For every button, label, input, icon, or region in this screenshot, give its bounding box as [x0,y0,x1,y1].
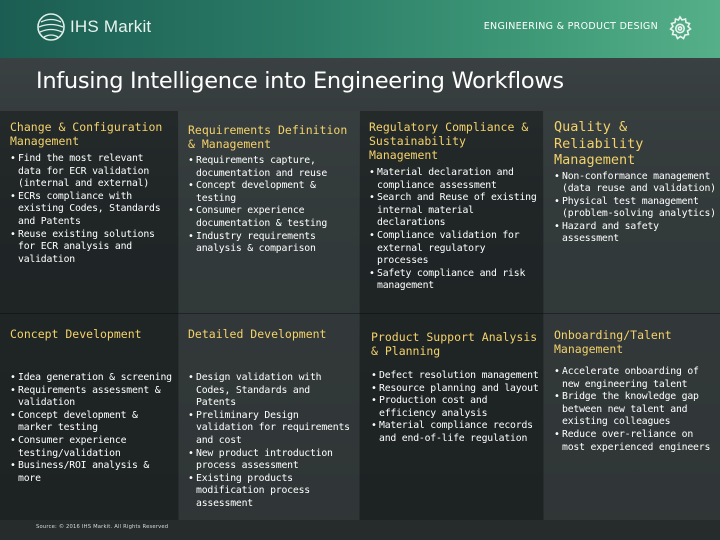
card-heading: Onboarding/Talent Management [554,328,672,357]
section-label: ENGINEERING & PRODUCT DESIGN [483,21,658,32]
list-item: Compliance validation for external regul… [369,230,541,268]
list-item: Material declaration and compliance asse… [369,167,541,192]
globe-icon [37,13,65,41]
list-item: Defect resolution management [371,370,539,383]
card-list: Design validation with Codes, Standards … [188,372,354,511]
card-requirements: Requirements Definition & Management Req… [188,123,354,256]
list-item: Safety compliance and risk management [369,268,541,293]
list-item: Requirements capture, documentation and … [188,155,354,180]
list-item: Search and Reuse of existing internal ma… [369,192,541,230]
workflow-grid: Change & Configuration Management Find t… [0,111,720,520]
card-list: Accelerate onboarding of new engineering… [554,366,716,454]
list-item: Hazard and safety assessment [554,221,716,246]
list-item: Concept development & marker testing [10,410,174,435]
list-item: Reduce over-reliance on most experienced… [554,429,716,454]
card-heading: Requirements Definition & Management [188,123,348,152]
card-list: Requirements capture, documentation and … [188,155,354,256]
list-item: Consumer experience testing/validation [10,435,174,460]
list-item: Production cost and efficiency analysis [371,395,539,420]
card-heading: Concept Development [10,327,142,341]
card-heading: Quality & Reliability Management [554,119,644,168]
list-item: Concept development & testing [188,180,354,205]
row-divider [0,313,720,314]
card-onboarding-talent: Onboarding/Talent Management Accelerate … [554,328,716,454]
logo[interactable]: IHS Markit [36,12,151,42]
list-item: Existing products modification process a… [188,473,354,511]
logo-text: IHS Markit [70,17,152,36]
card-regulatory-compliance: Regulatory Compliance & Sustainability M… [369,120,541,293]
source-footer: Source: © 2016 IHS Markit. All Rights Re… [36,524,169,530]
list-item: Requirements assessment & validation [10,385,174,410]
list-item: Design validation with Codes, Standards … [188,372,354,410]
gear-icon[interactable] [666,14,694,42]
card-heading: Detailed Development [188,327,327,341]
list-item: Bridge the knowledge gap between new tal… [554,391,716,429]
card-list: Idea generation & screening Requirements… [10,372,174,485]
list-item: New product introduction process assessm… [188,448,354,473]
list-item: Reuse existing solutions for ECR analysi… [10,229,170,267]
list-item: Material compliance records and end-of-l… [371,420,539,445]
card-concept-development: Concept Development Idea generation & sc… [10,327,174,485]
card-list: Defect resolution management Resource pl… [371,370,539,446]
list-item: Industry requirements analysis & compari… [188,231,354,256]
card-heading: Regulatory Compliance & Sustainability M… [369,120,529,163]
card-list: Non-conformance management (data reuse a… [554,171,716,247]
header-banner: IHS Markit ENGINEERING & PRODUCT DESIGN [0,0,720,58]
card-detailed-development: Detailed Development Design validation w… [188,327,354,511]
card-quality-reliability: Quality & Reliability Management Non-con… [554,119,716,246]
list-item: Resource planning and layout [371,383,539,396]
card-heading: Change & Configuration Management [10,120,163,149]
list-item: Accelerate onboarding of new engineering… [554,366,716,391]
card-list: Find the most relevant data for ECR vali… [10,153,170,266]
card-change-configuration: Change & Configuration Management Find t… [10,120,170,266]
card-product-support: Product Support Analysis & Planning Defe… [371,330,539,446]
list-item: Consumer experience documentation & test… [188,205,354,230]
list-item: Idea generation & screening [10,372,174,385]
list-item: Preliminary Design validation for requir… [188,410,354,448]
list-item: Business/ROI analysis & more [10,460,174,485]
card-heading: Product Support Analysis & Planning [371,330,538,359]
page-title: Infusing Intelligence into Engineering W… [36,68,564,94]
card-list: Material declaration and compliance asse… [369,167,541,293]
list-item: Physical test management (problem-solvin… [554,196,716,221]
list-item: Find the most relevant data for ECR vali… [10,153,170,191]
list-item: ECRs compliance with existing Codes, Sta… [10,191,170,229]
list-item: Non-conformance management (data reuse a… [554,171,716,196]
